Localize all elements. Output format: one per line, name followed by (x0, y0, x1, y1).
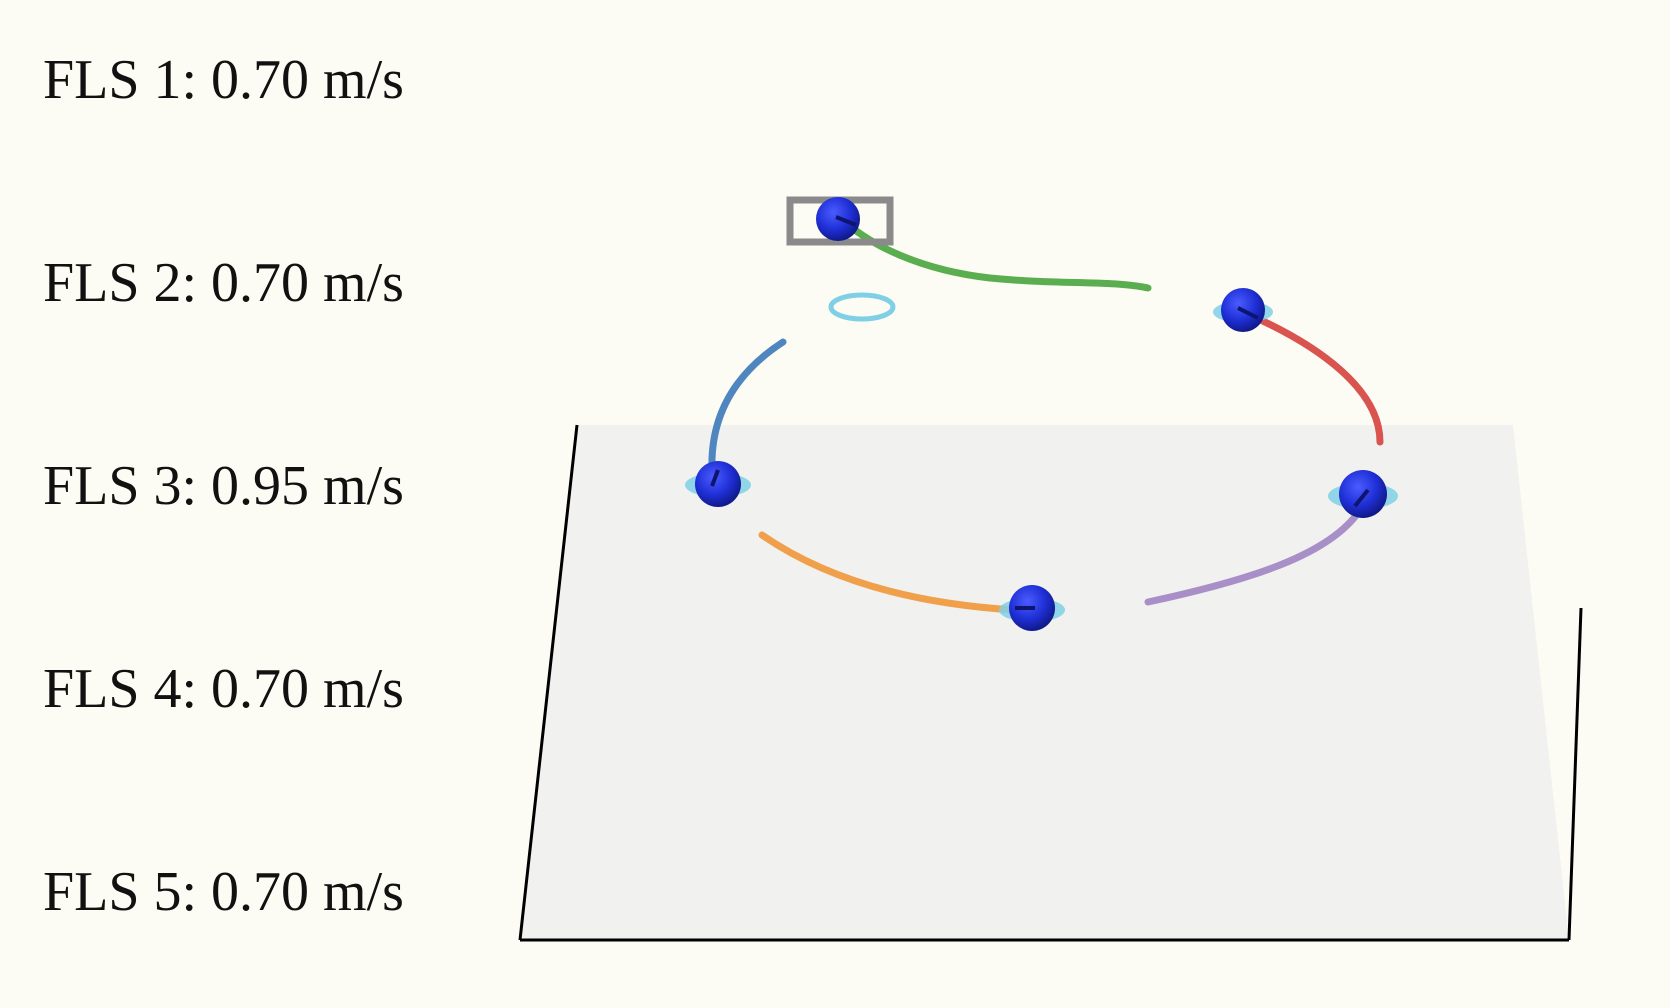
fls-2-speed: FLS 2: 0.70 m/s (43, 252, 404, 314)
target-ring (828, 292, 896, 322)
floor-edge-left (518, 424, 579, 941)
fls-5-speed: FLS 5: 0.70 m/s (43, 861, 404, 923)
trail-orange (758, 531, 1019, 614)
floor-edge-right (1567, 607, 1583, 941)
drone-heading (1353, 488, 1370, 508)
drone-heading (835, 215, 857, 227)
drone-body (695, 461, 741, 507)
drone-2 (1213, 288, 1273, 332)
drone-heading (1237, 306, 1259, 320)
fls-3-speed: FLS 3: 0.95 m/s (43, 455, 404, 517)
fls-1-speed: FLS 1: 0.70 m/s (43, 49, 404, 111)
trail-blue (708, 338, 787, 474)
fls-4-speed: FLS 4: 0.70 m/s (43, 658, 404, 720)
drone-heading (710, 469, 720, 487)
drone-3 (685, 461, 751, 507)
drone-4 (999, 585, 1065, 631)
speed-legend: FLS 1: 0.70 m/s FLS 2: 0.70 m/s FLS 3: 0… (0, 0, 480, 1008)
trail-red (1239, 308, 1384, 446)
drone-5 (1328, 470, 1398, 518)
drone-1 (786, 196, 894, 246)
floor-plane (520, 425, 1569, 940)
trail-purple (1144, 506, 1364, 606)
